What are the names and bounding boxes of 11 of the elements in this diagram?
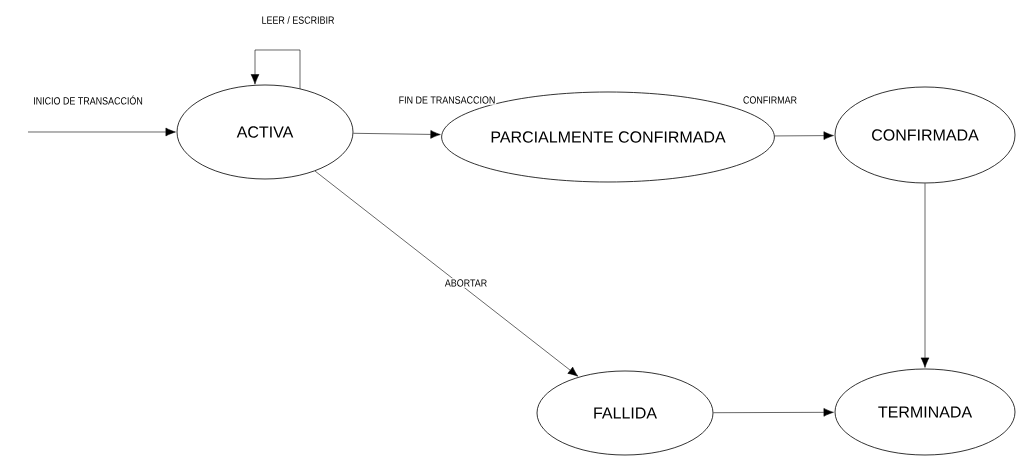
arrow xyxy=(920,183,930,368)
edge-label: ABORTAR xyxy=(444,278,488,288)
arrow xyxy=(713,408,834,417)
arrow xyxy=(314,170,579,377)
edge-label: INICIO DE TRANSACCIÓN xyxy=(32,94,144,106)
arrow xyxy=(250,49,301,90)
arrow xyxy=(27,127,176,137)
edge-label: LEER / ESCRIBIR xyxy=(260,15,336,25)
arrow xyxy=(353,130,441,139)
arrow xyxy=(774,131,834,140)
edge-label: FIN DE TRANSACCION xyxy=(397,95,497,105)
